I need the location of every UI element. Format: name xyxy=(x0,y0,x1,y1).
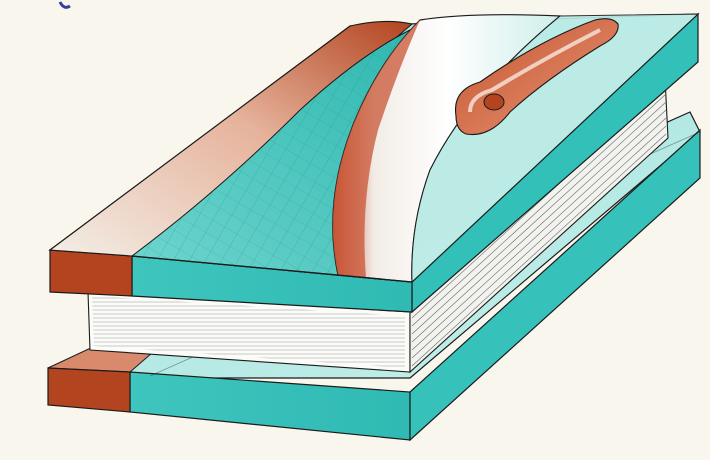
bottom-slab-rust-end xyxy=(48,368,130,412)
top-slab-rust-end xyxy=(50,250,132,296)
tube-hole xyxy=(484,94,504,110)
